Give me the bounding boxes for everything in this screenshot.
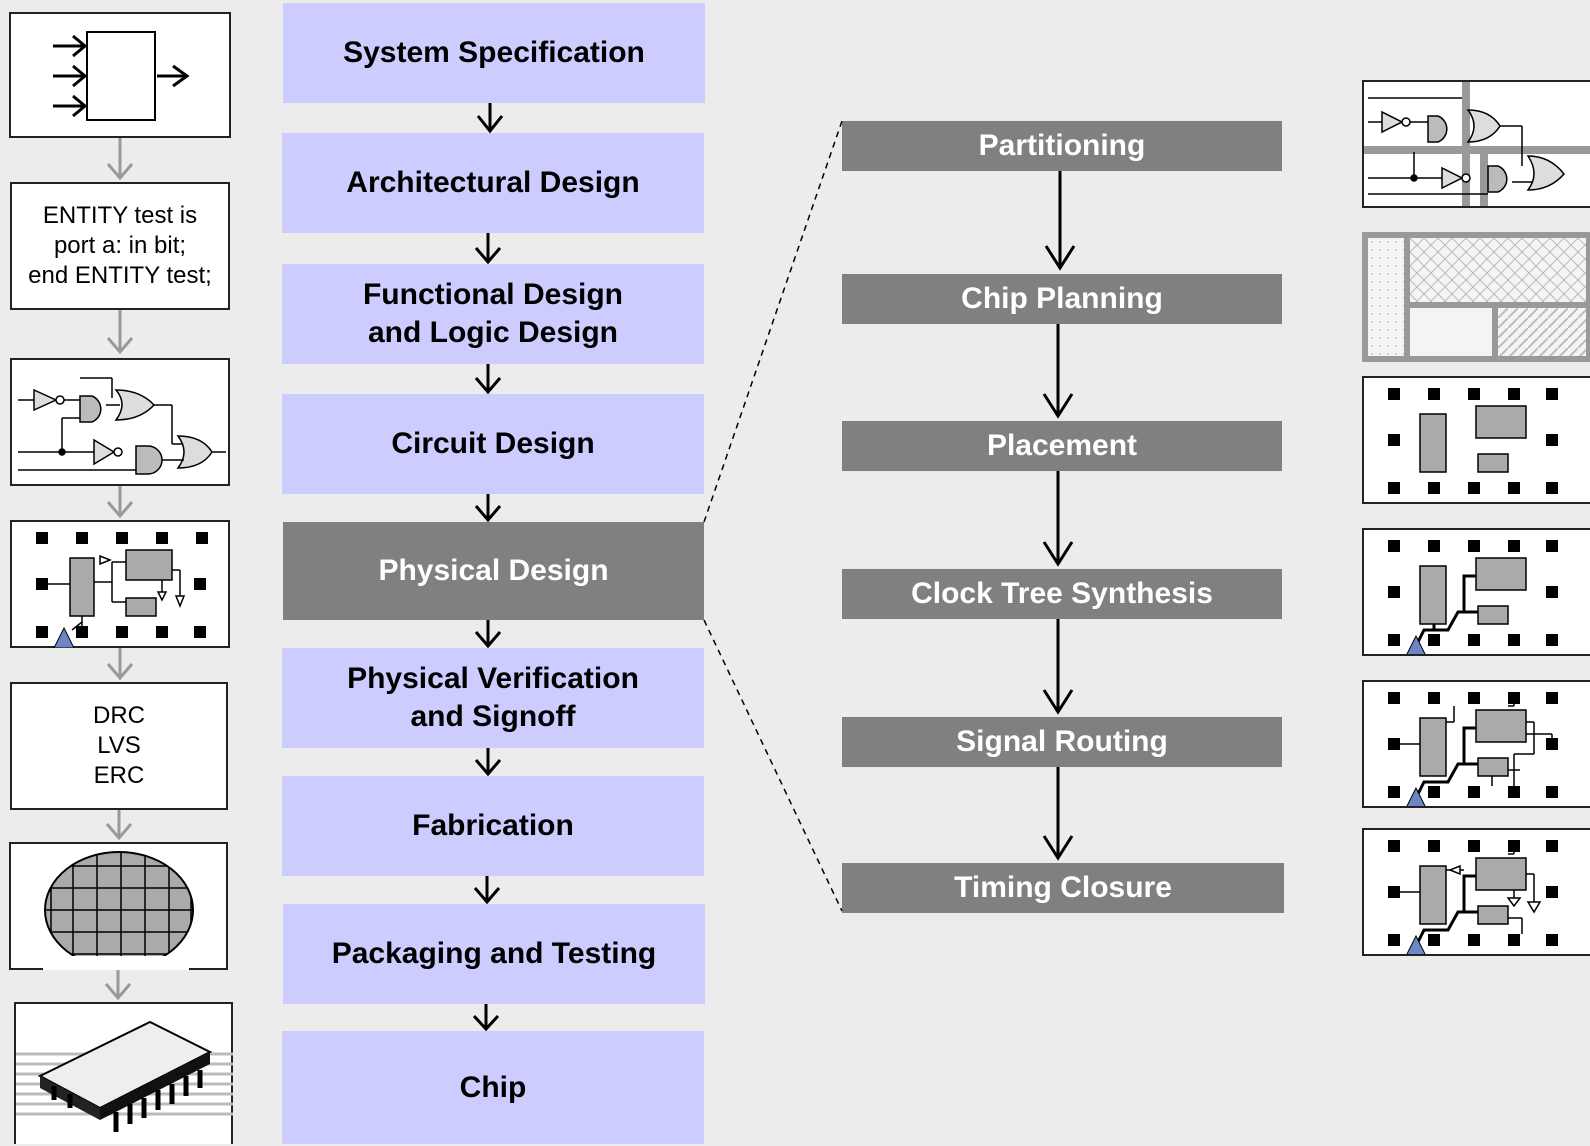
step-chip[interactable]: Chip [282,1031,704,1144]
signal-routing-icon [1388,692,1558,806]
chip-planning-thumbnail [1362,232,1590,362]
packaged-chip-thumbnail [14,1002,233,1144]
pd-step-label: Signal Routing [956,725,1168,758]
timing-closure-thumbnail [1362,828,1590,956]
step-label: Chip [459,1070,527,1104]
wafer-thumbnail [9,842,228,970]
layout-thumbnail [10,520,230,648]
pd-step-label: Placement [986,429,1138,462]
step-label: Packaging and Testing [331,937,657,970]
placement-thumbnail [1362,376,1590,504]
step-label: Architectural Design [346,166,640,199]
step-fabrication[interactable]: Fabrication [282,776,704,876]
partitioning-thumbnail [1362,80,1590,208]
step-label: Fabrication [412,809,574,842]
step-label: Physical Design [378,554,609,587]
wafer-icon [43,851,194,970]
pd-step-placement[interactable]: Placement [842,421,1282,471]
pd-step-partitioning[interactable]: Partitioning [842,121,1282,171]
step-label: System Specification [343,36,645,69]
pd-step-timing-closure[interactable]: Timing Closure [842,863,1284,913]
step-circuit-design[interactable]: Circuit Design [282,394,704,494]
step-label: Circuit Design [391,427,595,460]
pd-step-label: Partitioning [978,129,1146,162]
step-physical-verification-signoff[interactable]: Physical Verification and Signoff [282,648,704,748]
hdl-code-thumbnail: ENTITY test is port a: in bit; end ENTIT… [10,182,230,310]
partitioning-icon [1364,82,1590,206]
clock-tree-thumbnail [1362,528,1590,656]
step-functional-logic-design[interactable]: Functional Design and Logic Design [282,264,704,364]
step-physical-design[interactable]: Physical Design [283,522,704,620]
pd-step-label: Clock Tree Synthesis [911,577,1213,610]
step-packaging-testing[interactable]: Packaging and Testing [283,904,705,1004]
pd-step-label: Timing Closure [954,871,1172,904]
step-label: Functional Design and Logic Design [362,278,623,349]
timing-closure-icon [1388,840,1558,954]
placement-icon [1388,388,1558,494]
logic-gates-thumbnail [10,358,230,486]
logic-gates-icon [18,377,226,475]
pd-step-signal-routing[interactable]: Signal Routing [842,717,1282,767]
pd-step-label: Chip Planning [961,282,1163,315]
expansion-lines [703,120,843,912]
layout-icon [36,532,208,648]
block-symbol-icon [53,31,190,121]
step-label: Physical Verification and Signoff [347,662,639,733]
signal-routing-thumbnail [1362,680,1590,808]
verification-thumbnail: DRC LVS ERC [10,682,228,810]
step-architectural-design[interactable]: Architectural Design [282,133,704,233]
pd-step-clock-tree-synthesis[interactable]: Clock Tree Synthesis [842,569,1282,619]
step-system-specification[interactable]: System Specification [283,3,705,103]
pd-step-chip-planning[interactable]: Chip Planning [842,274,1282,324]
hdl-code-text: ENTITY test is port a: in bit; end ENTIT… [28,202,212,289]
block-symbol-thumbnail [9,12,231,138]
verification-text: DRC LVS ERC [93,702,145,789]
chip-package-icon [16,1020,233,1132]
floorplan-icon [1368,238,1586,356]
clock-tree-icon [1388,540,1558,654]
